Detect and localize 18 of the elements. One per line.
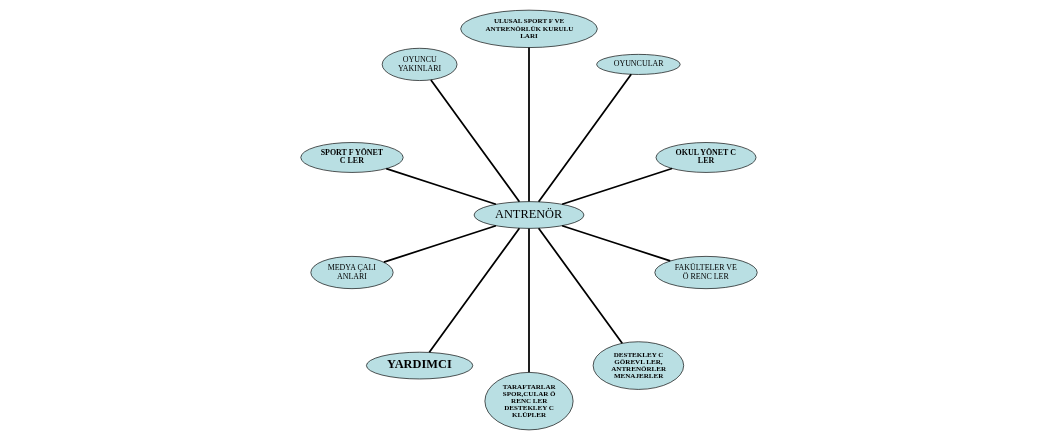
connector [537, 227, 623, 345]
node-ellipse: ANTRENÖR [473, 201, 584, 229]
node-ellipse: YARDIMCI [365, 351, 473, 380]
node-ellipse: OKUL YÖNET C LER [655, 142, 756, 173]
connector [429, 79, 520, 203]
connector [527, 227, 530, 374]
node-ellipse: MEDYA ÇALI ANLARI [310, 256, 393, 289]
connector [560, 224, 671, 262]
connector [382, 224, 497, 264]
connector [537, 73, 632, 203]
node-ellipse: SPORT F YÖNET C LER [299, 142, 403, 173]
connector [527, 46, 530, 203]
connector [427, 227, 520, 354]
node-ellipse: OYUNCULAR [595, 54, 680, 75]
node-ellipse: FAKÜLTELER VE Ö RENC LER [654, 256, 758, 289]
node-ellipse: OYUNCU YAKINLARI [381, 47, 457, 81]
connector [560, 167, 673, 206]
connector [384, 167, 497, 206]
